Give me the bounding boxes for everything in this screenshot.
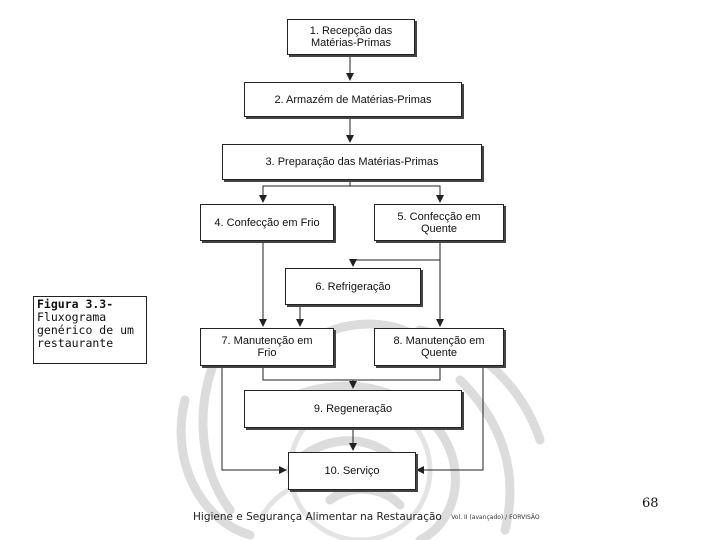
page-number: 68 — [642, 496, 659, 511]
figure-caption-text: Fluxograma genérico de um restaurante — [37, 310, 134, 350]
edge-7-10 — [221, 366, 287, 474]
node-armazem: 2. Armazém de Matérias-Primas — [244, 82, 462, 117]
page-footer: Higiene e Segurança Alimentar na Restaur… — [193, 511, 540, 523]
figure-caption-title: Figura 3.3- — [37, 297, 114, 311]
edge-5-6 — [349, 241, 441, 267]
node-rececao: 1. Recepção das Matérias-Primas — [287, 19, 415, 55]
edge-8-9 — [353, 366, 441, 381]
node-servico: 10. Serviço — [288, 452, 416, 490]
footer-subtitle: Vol. II (avançado) / FORVISÃO — [451, 513, 540, 521]
edge-3-4 — [259, 180, 351, 203]
node-regeneracao: 9. Regeneração — [244, 390, 462, 428]
node-manutencao-quente: 8. Manutenção em Quente — [374, 328, 504, 366]
edge-7-9 — [262, 366, 357, 389]
node-refrigeracao: 6. Refrigeração — [285, 268, 421, 305]
edge-3-5 — [350, 185, 444, 203]
figure-caption: Figura 3.3- Fluxograma genérico de um re… — [33, 296, 147, 364]
footer-title: Higiene e Segurança Alimentar na Restaur… — [193, 511, 442, 523]
edge-8-10 — [416, 366, 484, 474]
node-manutencao-frio: 7. Manutenção em Frio — [200, 328, 334, 366]
node-preparacao: 3. Preparação das Matérias-Primas — [222, 144, 482, 180]
node-confeccao-quente: 5. Confecção em Quente — [374, 204, 504, 241]
node-confeccao-frio: 4. Confecção em Frio — [200, 204, 334, 241]
